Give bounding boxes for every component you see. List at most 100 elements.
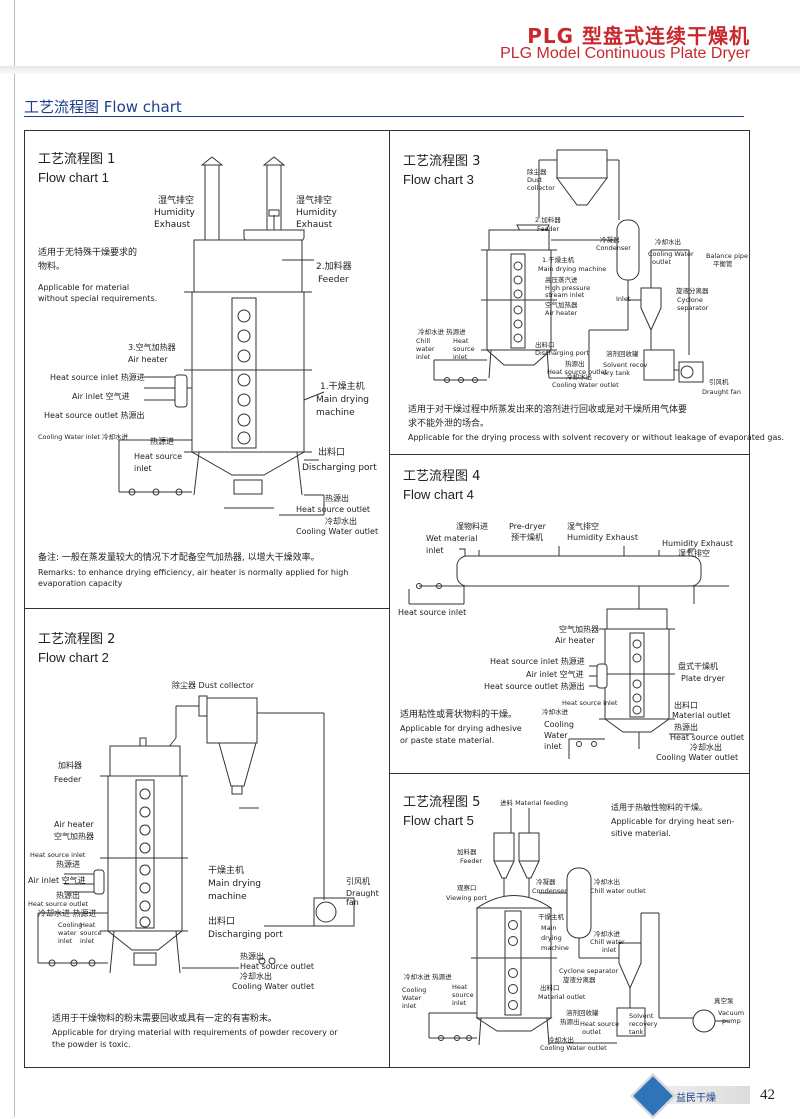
fc1-air-inlet: Air inlet 空气进 xyxy=(72,392,130,401)
fc4-heater-en: Air heater xyxy=(555,636,595,645)
fc4-hum2-en: Humidity Exhaust xyxy=(662,539,733,548)
fc2-heater-en: Air heater xyxy=(54,820,94,829)
fc5-vacuum-en2: pump xyxy=(722,1017,741,1025)
fc3-title-en: Flow chart 3 xyxy=(403,172,474,187)
fc3-heater-cn: 空气加热器 xyxy=(545,301,578,309)
fc1-exhaust-left-en1: Humidity xyxy=(154,208,195,218)
fc3-cyclone-en2: separator xyxy=(677,304,709,312)
fc1-remark-en2: evaporation capacity xyxy=(38,579,123,588)
fc3-dust-en1: Dust xyxy=(527,176,543,184)
fc5-hs-label-3: inlet xyxy=(452,999,467,1007)
fc5-cw-label-3: inlet xyxy=(402,1002,417,1010)
fc1-heater-en: Air heater xyxy=(128,355,168,364)
fc3-solvent-en2: ery tank xyxy=(603,369,630,377)
fc3-cw-out2-en: Cooling Water outlet xyxy=(552,381,619,389)
fc4-cw-out-cn: 冷却水出 xyxy=(690,743,722,752)
fc1-hs-inlet2-cn: 热源进 xyxy=(150,437,174,446)
fc2-cw-out-cn: 冷却水出 xyxy=(240,972,272,981)
fc5-title-cn: 工艺流程图 5 xyxy=(403,795,481,810)
fc4-predryer-en: Pre-dryer xyxy=(509,522,546,531)
fc2-title-cn: 工艺流程图 2 xyxy=(38,632,116,647)
fc2-main-en1: Main drying xyxy=(208,879,262,889)
fc4-plate-cn: 盘式干燥机 xyxy=(678,662,718,671)
fc4-material-out-cn: 出料口 xyxy=(674,701,698,710)
fc3-cw-out-cn: 冷却水出 xyxy=(655,238,681,246)
fc3-discharge-cn: 出料口 xyxy=(535,341,555,349)
fc1-main-en1: Main drying xyxy=(316,395,370,405)
fc4-desc-cn: 适用粘性或膏状物料的干燥。 xyxy=(400,710,518,720)
fc4-predryer-cn: 预干燥机 xyxy=(511,533,543,542)
left-margin-rule xyxy=(14,0,15,1117)
fc3-chill-cn: 冷却水进 热源进 xyxy=(418,328,466,336)
fc5-feeding: 进料 Material feeding xyxy=(500,799,569,807)
fc3-cw-out-en2: outlet xyxy=(652,258,671,266)
fc1-hs-outlet: Heat source outlet 热源出 xyxy=(44,411,145,420)
fc4-wet-cn: 湿物料进 xyxy=(456,522,488,531)
fc3-condenser-cn: 冷凝器 xyxy=(600,236,620,244)
fc5-cw-out2-en: Cooling Water outlet xyxy=(540,1044,607,1052)
fc3-heater-en: Air heater xyxy=(545,309,578,317)
fc5-main-cn: 干燥主机 xyxy=(538,913,564,921)
fc3-chill-en3: inlet xyxy=(416,353,431,361)
fc3-main-cn: 1.干燥主机 xyxy=(542,256,575,264)
fc2-hs-inlet-en: Heat source inlet xyxy=(30,851,86,859)
fc1-cw-out-cn: 冷却水出 xyxy=(325,517,357,526)
fc2-desc-cn: 适用于干燥物料的粉末需要回收或具有一定的有害粉末。 xyxy=(52,1014,278,1024)
fc5-cw-out2-cn: 冷却水出 xyxy=(548,1036,574,1044)
fc1-discharge-cn: 出料口 xyxy=(318,448,346,458)
panel-flow-chart-5 xyxy=(389,773,750,1068)
fc5-condenser-en: Condenser xyxy=(532,887,567,895)
fc4-material-out-en: Material outlet xyxy=(672,711,731,720)
fc3-cyclone-cn: 旋液分离器 xyxy=(676,287,709,295)
fc5-chill-in-en1: Chill water xyxy=(590,938,625,946)
brand-logo-icon xyxy=(630,1073,676,1119)
page-number: 42 xyxy=(760,1087,775,1103)
fc5-cw-label-1: Cooling xyxy=(402,986,427,994)
fc1-exhaust-left-en2: Exhaust xyxy=(154,220,191,230)
fc3-feeder-en: Feeder xyxy=(537,225,560,233)
fc2-hs-outlet-cn: 热源出 xyxy=(56,891,80,900)
fc3-condenser-en: Condenser xyxy=(596,244,631,252)
fc1-applicable-cn2: 物料。 xyxy=(38,262,66,272)
header-title-en: PLG Model Continuous Plate Dryer xyxy=(500,45,750,62)
fc3-hs-label-2: source xyxy=(453,345,475,353)
fc3-title-cn: 工艺流程图 3 xyxy=(403,154,481,169)
fc1-hs-inlet2-en1: Heat source xyxy=(134,452,183,461)
fc1-heater-cn: 3.空气加热器 xyxy=(128,343,176,352)
fc5-viewing-en: Viewing port xyxy=(446,894,487,902)
fc3-steam-en2: stream inlet xyxy=(545,291,585,299)
fc5-solvent-en1: Solvent xyxy=(629,1012,654,1020)
fc5-feeder-en: Feeder xyxy=(460,857,483,865)
fc3-discharge-en: Discharging port xyxy=(535,349,589,357)
fc3-cw-out2-cn: 冷却水出 xyxy=(566,373,592,381)
fc5-hs-out-cn: 热源出 xyxy=(560,1018,580,1026)
fc4-hs-out-cn: 热源出 xyxy=(674,723,698,732)
fc4-cw-in-en3: inlet xyxy=(544,742,562,751)
fc1-title-cn: 工艺流程图 1 xyxy=(38,152,116,167)
fc5-solvent-en3: tank xyxy=(629,1028,644,1036)
fc4-desc-en1: Applicable for drying adhesive xyxy=(400,724,522,733)
fc2-heater-cn: 空气加热器 xyxy=(54,832,94,841)
fc5-vacuum-en1: Vacuum xyxy=(718,1009,745,1017)
fc1-main-cn: 1.干燥主机 xyxy=(320,382,365,392)
fc3-chill-en2: water xyxy=(416,345,435,353)
fc2-cw-out-en: Cooling Water outlet xyxy=(232,982,315,991)
fc5-title-en: Flow chart 5 xyxy=(403,813,474,828)
fc2-hs-label-2: source xyxy=(80,929,102,937)
fc2-hs-out2-cn: 热源出 xyxy=(240,952,264,961)
fc2-desc-en1: Applicable for drying material with requ… xyxy=(52,1028,338,1037)
fc4-diagram xyxy=(408,546,729,759)
fc4-hum1-cn: 湿气排空 xyxy=(567,522,599,531)
fc2-cw-label-1: Cooling xyxy=(58,921,83,929)
fc5-chill-in-en2: inlet xyxy=(602,946,617,954)
fc2-fan-cn: 引风机 xyxy=(346,877,370,886)
fc3-solvent-cn: 溶剂回收罐 xyxy=(606,350,639,358)
fc4-hs-outlet: Heat source outlet 热源出 xyxy=(484,682,585,691)
fc1-remark-cn: 备注: 一般在蒸发量较大的情况下才配备空气加热器, 以增大干燥效率。 xyxy=(38,553,320,563)
fc3-solvent-en1: Solvent recov xyxy=(603,361,648,369)
fc5-viewing-cn: 观察口 xyxy=(457,884,477,892)
fc4-hs-inlet: Heat source inlet 热源进 xyxy=(490,657,585,666)
fc1-title-en: Flow chart 1 xyxy=(38,170,109,185)
fc1-feeder-en: Feeder xyxy=(318,275,349,285)
fc2-main-en2: machine xyxy=(208,892,247,902)
